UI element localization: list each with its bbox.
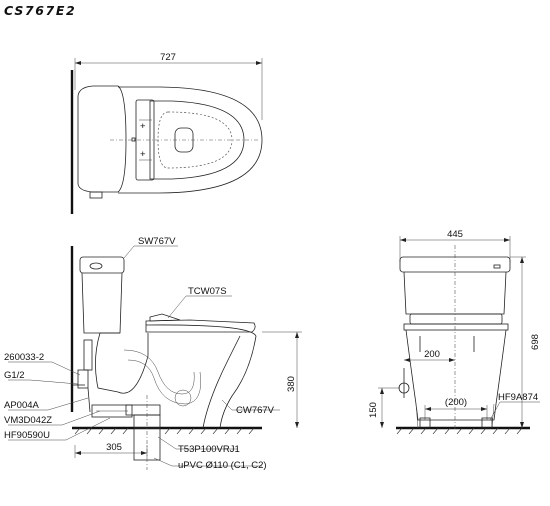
fixing-label: HF9A874 — [498, 392, 538, 403]
side-view: 380 305 SW767V TCW07S 260033-2 G1/2 AP00… — [4, 236, 302, 471]
inlet-offset-dim: 200 — [424, 349, 440, 360]
side-seat — [145, 319, 256, 333]
hose-label: AP004A — [4, 400, 40, 411]
top-bowl — [118, 86, 263, 194]
inlet-height-dim: 150 — [368, 402, 379, 418]
rough-in-dim: 305 — [106, 442, 122, 453]
flush-button — [89, 262, 103, 270]
flange-label: HF90590U — [4, 430, 50, 441]
top-tank — [77, 85, 127, 193]
model-title: CS767E2 — [4, 3, 77, 18]
seat-label: TCW07S — [188, 286, 227, 297]
thread-label: G1/2 — [4, 370, 25, 381]
side-bowl — [145, 324, 257, 429]
top-view: 727 + + — [70, 52, 263, 214]
front-view: 445 200 150 (200) — [368, 229, 541, 435]
tank-label: SW767V — [138, 236, 176, 247]
svg-text:+: + — [140, 149, 146, 160]
bolt-spacing-dim: (200) — [445, 397, 467, 408]
side-tank-lid — [79, 256, 125, 274]
pipe-label: uPVC Ø110 (C1, C2) — [178, 460, 267, 471]
top-seat-hinge — [135, 99, 155, 181]
bowl-label: CW767V — [236, 405, 275, 416]
svg-text:+: + — [140, 121, 146, 132]
top-width-dim: 727 — [160, 52, 176, 63]
valve-label: 260033-2 — [4, 352, 44, 363]
side-flange — [91, 404, 133, 418]
drain-label: T53P100VRJ1 — [178, 444, 240, 455]
stop-label: VM3D042Z — [4, 415, 52, 426]
total-height-dim: 698 — [530, 334, 541, 350]
front-seat — [409, 313, 503, 325]
front-width-dim: 445 — [447, 229, 463, 240]
bowl-height-dim: 380 — [286, 376, 297, 392]
